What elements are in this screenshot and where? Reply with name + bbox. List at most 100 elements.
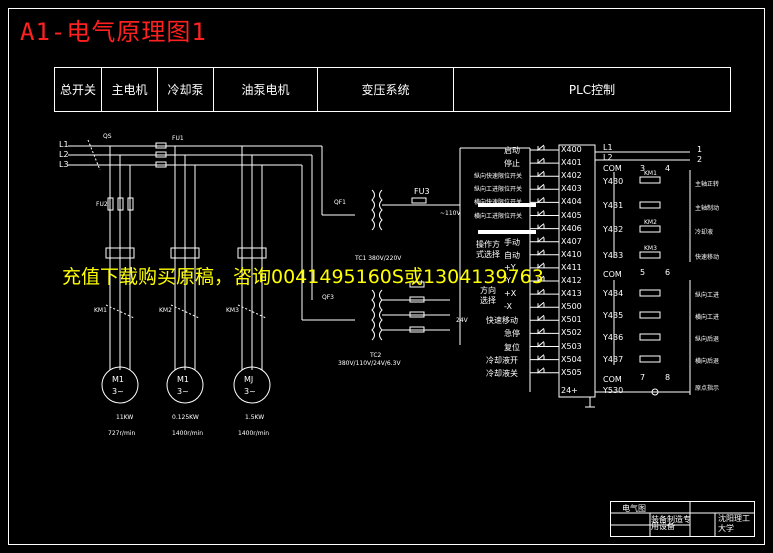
terminal-7: 7: [640, 373, 646, 382]
plc-input-contact: [537, 223, 545, 230]
plc-input-address: X402: [561, 171, 582, 181]
plc-input-address: X505: [561, 367, 582, 377]
header-cell-main-motor: 主电机: [102, 68, 158, 111]
plc-output-address: Y433: [603, 251, 624, 260]
plc-output-address: Y437: [603, 355, 624, 364]
terminal-8: 8: [665, 373, 671, 382]
plc-output-address: COM: [603, 375, 622, 384]
motor-1-power: 11KW: [116, 414, 134, 421]
plc-input-address: X400: [561, 145, 582, 154]
plc-input-label: 急停: [504, 329, 520, 339]
header-cell-plc-control: PLC控制: [568, 83, 616, 97]
plc-input-contact: [537, 210, 545, 217]
plc-input-address: X404: [561, 197, 582, 207]
plc-24v-label: 24+: [561, 386, 578, 395]
plc-input-contact: [537, 354, 545, 361]
motor-2-phase: 3~: [177, 387, 189, 396]
motor-2-speed: 1400r/min: [172, 430, 204, 437]
plc-output-address: Y530: [603, 386, 624, 395]
km1-label: KM1: [94, 307, 107, 314]
plc-input-label: 横向快速限位开关: [474, 199, 523, 207]
header-cell-main-switch: 总开关: [55, 68, 102, 111]
plc-input-label: 复位: [504, 342, 520, 352]
plc-input-label: 纵向快速限位开关: [474, 173, 523, 181]
plc-input-address: X403: [561, 184, 582, 194]
phase-label-l3: L3: [59, 160, 69, 169]
tc1-label: TC1 380V/220V: [355, 255, 402, 262]
phase-label-l1: L1: [59, 140, 69, 149]
fu2-label: FU2: [96, 201, 108, 208]
terminal-3: 3: [640, 164, 646, 173]
motor-3-speed: 1400r/min: [238, 430, 270, 437]
plc-input-contact: [537, 301, 545, 309]
plc-input-contact: [537, 144, 545, 152]
plc-input-address: X410: [561, 249, 582, 259]
plc-input-address: X501: [561, 315, 582, 325]
plc-output-address: COM: [603, 164, 622, 173]
motor-2-name: M1: [177, 375, 189, 384]
tc2-ratio: 380V/110V/24V/6.3V: [338, 360, 401, 367]
plc-output-address: L2: [603, 153, 613, 162]
plc-input-label: +X: [504, 289, 517, 299]
plc-input-label: 启动: [504, 146, 520, 155]
plc-output-description: 冷却液: [695, 229, 714, 236]
plc-input-address: X503: [561, 341, 582, 351]
section-header: 总开关 主电机 冷却泵 油泵电机 变压系统 PLC控制: [54, 67, 731, 112]
direction-select-label: 方向选择: [480, 286, 496, 305]
plc-input-label: -Y: [504, 276, 511, 285]
plc-input-address: X504: [561, 354, 582, 364]
qf1-label: QF1: [334, 199, 346, 206]
terminal-4: 4: [665, 164, 671, 173]
plc-output-address: Y434: [603, 289, 624, 298]
plc-input-address: X412: [561, 276, 582, 285]
motor-3-phase: 3~: [244, 387, 256, 396]
plc-input-label: 冷却液关: [486, 368, 518, 378]
motor-3-power: 1.5KW: [245, 414, 265, 421]
plc-output-description: 快速移动: [695, 254, 720, 261]
titleblock-name: 电气图: [622, 504, 646, 513]
motor-3-name: MJ: [244, 375, 254, 384]
plc-input-address: X407: [561, 236, 582, 246]
motor-1-phase: 3~: [112, 387, 124, 396]
plc-output-description: 横向工进: [695, 314, 720, 321]
coil-km2: KM2: [644, 219, 657, 226]
plc-output-address: Y435: [603, 311, 624, 320]
plc-output-description: 横向后退: [695, 358, 720, 365]
header-cell-coolant-pump: 冷却泵: [158, 68, 214, 111]
plc-input-contact: [537, 157, 545, 165]
plc-input-contact: [537, 341, 545, 348]
header-cell-transformer: 变压系统: [318, 68, 454, 111]
motor-2-power: 0.125KW: [172, 414, 199, 421]
drawing-title: A1-电气原理图1: [20, 18, 207, 46]
plc-output-address: L1: [603, 143, 613, 152]
phase-label-l2: L2: [59, 150, 69, 159]
plc-output-address: COM: [603, 270, 622, 279]
km3-label: KM3: [226, 307, 239, 314]
terminal-5: 5: [640, 268, 646, 277]
titleblock-dept: 装备制造专用设备: [651, 515, 691, 531]
km2-label: KM2: [159, 307, 172, 314]
plc-input-label: 横向工进限位开关: [474, 212, 523, 220]
plc-input-label: 停止: [504, 159, 520, 169]
drawing-frame: [8, 8, 765, 545]
plc-input-label: 纵向工进限位开关: [474, 186, 523, 194]
coil-km1: KM1: [644, 170, 657, 177]
plc-input-label: -X: [504, 302, 512, 312]
v110-label: ~110V: [440, 210, 461, 217]
fu3-label: FU3: [414, 187, 430, 196]
plc-input-address: X500: [561, 302, 582, 312]
plc-input-address: X502: [561, 328, 582, 338]
coil-km3: KM3: [644, 245, 657, 252]
motor-1-speed: 727r/min: [108, 430, 136, 437]
plc-input-contact: [537, 183, 545, 191]
motor-1-name: M1: [112, 375, 124, 384]
plc-input-contact: [537, 262, 545, 269]
plc-input-contact: [537, 288, 545, 296]
plc-input-contact: [537, 367, 545, 374]
plc-input-contact: [537, 314, 545, 322]
plc-input-address: X405: [561, 210, 582, 220]
plc-output-address: Y431: [603, 201, 624, 210]
v24-label: 24V: [456, 317, 468, 324]
titleblock-school: 沈阳理工大学: [718, 514, 750, 533]
